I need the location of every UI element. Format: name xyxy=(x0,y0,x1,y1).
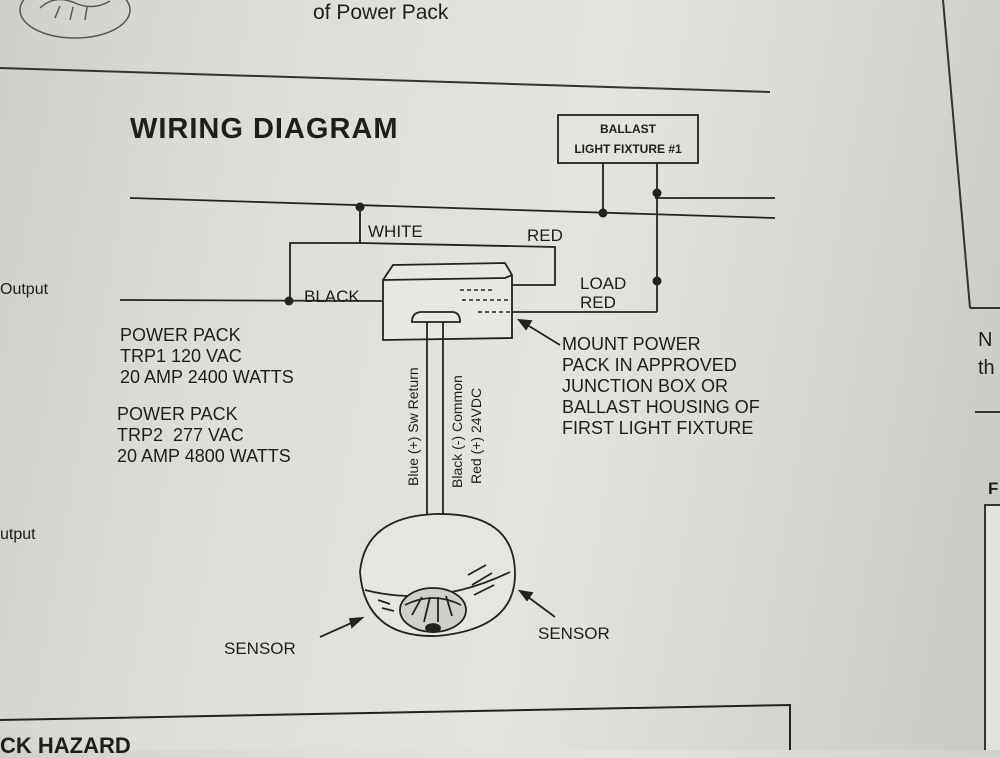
sensor-arrows xyxy=(319,589,556,638)
section-divider xyxy=(0,67,771,93)
white-wire xyxy=(289,207,361,300)
black-wire-label: BLACK xyxy=(304,287,360,306)
power-pack-box xyxy=(382,262,513,341)
junction-dots xyxy=(284,188,662,306)
black-common-label: Black (-) Common xyxy=(449,375,465,488)
internal-dashes xyxy=(460,289,510,313)
diagram-title: WIRING DIAGRAM xyxy=(130,113,399,145)
power-pack-2-spec: POWER PACK TRP2 277 VAC 20 AMP 4800 WATT… xyxy=(117,404,291,466)
hazard-heading-fragment: CK HAZARD xyxy=(0,733,131,758)
sensor-label-right: SENSOR xyxy=(538,624,610,643)
sensor-dome xyxy=(359,513,516,637)
right-page-fragment-2: th xyxy=(978,357,995,379)
header-fragment: of Power Pack xyxy=(313,1,449,24)
white-wire-label: WHITE xyxy=(368,222,423,241)
output-label-1: Output xyxy=(0,281,49,298)
supply-line-top xyxy=(129,197,776,219)
sensor-cable xyxy=(411,311,461,515)
right-page-edge xyxy=(942,0,1000,750)
output-label-2: utput xyxy=(0,526,36,543)
blue-wire-label: Blue (+) Sw Return xyxy=(405,367,421,486)
black-line xyxy=(119,299,386,302)
red-24vdc-label: Red (+) 24VDC xyxy=(468,387,484,484)
mount-note: MOUNT POWER PACK IN APPROVED JUNCTION BO… xyxy=(562,334,760,438)
power-pack-1-spec: POWER PACK TRP1 120 VAC 20 AMP 2400 WATT… xyxy=(120,325,294,387)
ballast-label: BALLAST LIGHT FIXTURE #1 xyxy=(574,122,682,156)
red-wire-label: RED xyxy=(527,226,563,245)
red-wire xyxy=(359,242,556,286)
top-logo-fragment xyxy=(19,0,131,39)
ballast-box-outline xyxy=(557,114,699,164)
mount-arrow xyxy=(517,318,561,346)
hazard-box xyxy=(0,703,791,750)
right-page-fragment-1: N xyxy=(978,329,993,351)
sensor-label-left: SENSOR xyxy=(224,639,296,658)
load-red-label: LOAD RED xyxy=(580,274,627,312)
right-page-fragment-3: F xyxy=(988,479,999,498)
